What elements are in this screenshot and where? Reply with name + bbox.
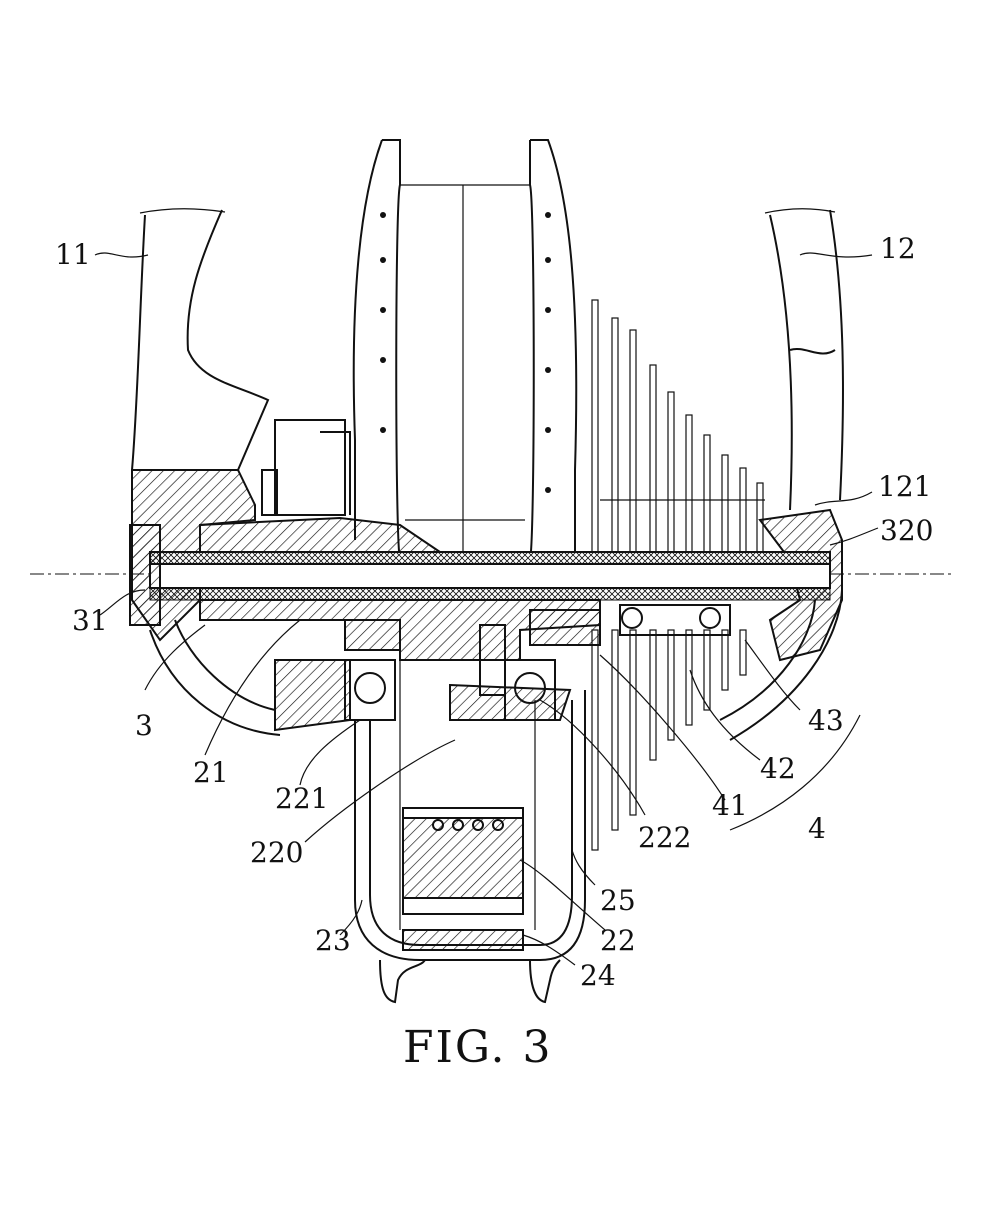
right-frame-tube	[719, 208, 844, 741]
label-3: 3	[135, 709, 153, 742]
label-31: 31	[72, 604, 108, 637]
cassette-upper	[591, 299, 765, 576]
figure-caption: FIG. 3	[403, 1022, 552, 1073]
label-220: 220	[250, 836, 303, 869]
motor-drum	[354, 660, 586, 1004]
left-bracket	[261, 419, 351, 516]
label-41: 41	[712, 789, 748, 822]
label-12: 12	[880, 232, 916, 265]
label-222: 222	[638, 821, 691, 854]
label-11: 11	[55, 238, 91, 271]
label-121: 121	[878, 470, 931, 503]
label-25: 25	[600, 884, 636, 917]
label-42: 42	[760, 752, 796, 785]
lower-hub-body	[199, 599, 731, 732]
left-upper-housing	[199, 516, 444, 553]
label-21: 21	[193, 756, 229, 789]
axle	[129, 524, 831, 626]
label-221: 221	[275, 782, 328, 815]
label-320: 320	[880, 514, 933, 547]
hub-rim	[352, 139, 578, 561]
label-23: 23	[315, 924, 351, 957]
label-4: 4	[808, 812, 826, 845]
label-43: 43	[808, 704, 844, 737]
label-22: 22	[600, 924, 636, 957]
left-frame-tube	[131, 208, 281, 736]
leader-lines	[94, 252, 879, 966]
label-24: 24	[580, 959, 616, 992]
